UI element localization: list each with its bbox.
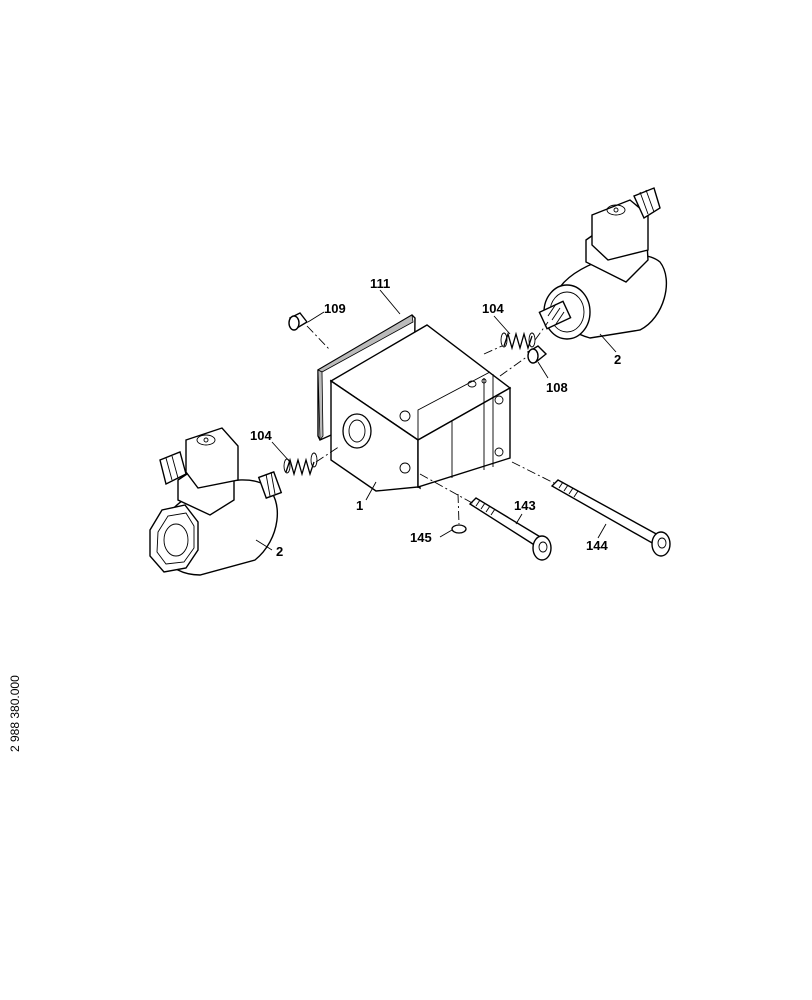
o-ring-145 [451,524,467,534]
plug-109 [288,312,309,331]
callout-1: 1 [356,498,363,513]
callout-2-left: 2 [276,544,283,559]
drawing-number: 2 988 380.000 [8,675,22,752]
bolt-144 [550,479,671,557]
plug-108 [526,345,548,364]
leader-lines [255,289,617,551]
callout-104-right: 104 [482,301,504,316]
assembly-axes [306,321,557,525]
callout-108: 108 [546,380,568,395]
spring-104-right [500,331,536,351]
bolt-143 [468,497,552,561]
valve-block [329,324,512,492]
callout-145: 145 [410,530,432,545]
callout-109: 109 [324,301,346,316]
solenoid-coil-right [538,187,668,340]
callout-144: 144 [586,538,608,553]
callout-2-right: 2 [614,352,621,367]
callout-104-left: 104 [250,428,272,443]
callout-143: 143 [514,498,536,513]
solenoid-coil-left [149,427,283,576]
callout-labels: 111 109 104 108 2 104 1 2 143 144 145 [250,276,621,559]
callout-111: 111 [370,276,390,291]
spring-104-left [283,452,318,477]
